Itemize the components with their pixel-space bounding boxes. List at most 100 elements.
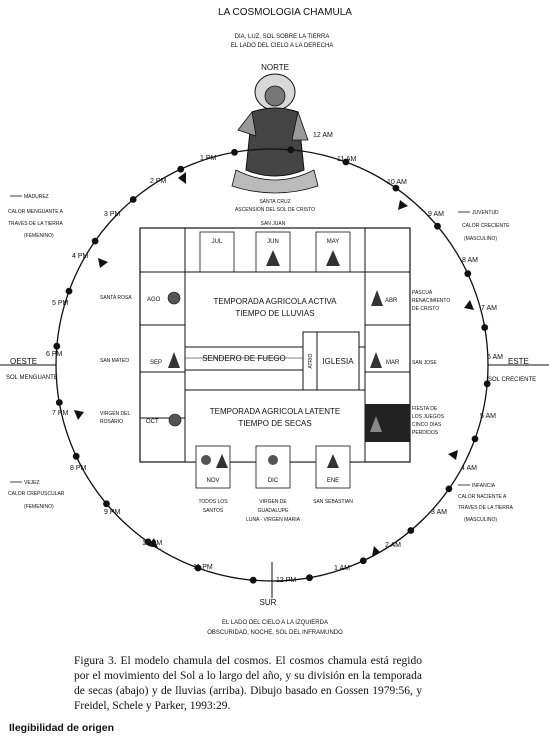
hour-3am: 3 AM bbox=[431, 509, 447, 516]
mar-mountain-icon bbox=[370, 352, 382, 368]
hour-1am: 1 AM bbox=[334, 565, 350, 572]
cosmology-diagram: LA COSMOLOGIA CHAMULA DIA, LUZ, SOL SOBR… bbox=[0, 7, 549, 636]
santa-cruz-sub: ASCENSION DEL SOL DE CRISTO bbox=[235, 207, 315, 213]
iglesia-label: IGLESIA bbox=[322, 357, 354, 366]
figure-caption: Figura 3. El modelo chamula del cosmos. … bbox=[74, 655, 422, 712]
month-oct: OCT bbox=[146, 419, 159, 425]
month-ago: AGO bbox=[147, 297, 161, 303]
madurez-label: MADUREZ bbox=[24, 194, 49, 200]
hour-8pm: 8 PM bbox=[70, 465, 87, 472]
oct-sun-icon bbox=[168, 413, 182, 427]
infancia-line3: TRAVES DE LA TIERRA bbox=[458, 505, 513, 511]
santa-cruz-label: SANTA CRUZ bbox=[259, 199, 290, 205]
hour-dot bbox=[91, 237, 99, 245]
pascua-line3: DE CRISTO bbox=[412, 306, 439, 312]
virgen-guadalupe-label: VIRGEN DE bbox=[259, 499, 287, 505]
san-mateo-label: SAN MATEO bbox=[100, 358, 129, 364]
month-nov: NOV bbox=[206, 478, 219, 484]
month-jun: JUN bbox=[267, 239, 279, 245]
nov-sun-icon bbox=[201, 455, 211, 465]
hour-4pm: 4 PM bbox=[72, 253, 89, 260]
fiesta-juegos-line2: LOS JUEGOS bbox=[412, 414, 445, 420]
hour-11am: 11 AM bbox=[337, 156, 356, 163]
bottom-text-1: EL LADO DEL CIELO A LA IZQUIERDA bbox=[222, 620, 328, 626]
hour-dot bbox=[306, 574, 313, 582]
ago-sun-icon bbox=[167, 291, 181, 305]
virgen-rosario-label: VIRGEN DEL bbox=[100, 411, 131, 417]
hour-dot bbox=[103, 500, 110, 508]
juventud-label: JUVENTUD bbox=[472, 210, 499, 216]
atrio-label: ATRIO bbox=[308, 353, 314, 368]
virgen-guadalupe-line3: LUNA - VIRGEN MARIA bbox=[246, 517, 301, 523]
month-mar: MAR bbox=[386, 360, 400, 366]
month-dic: DIC bbox=[268, 478, 279, 484]
hour-dot bbox=[194, 564, 202, 572]
sol-menguante-label: SOL MENGUANTE bbox=[6, 375, 58, 381]
madurez-line3: TRAVES DE LA TIERRA bbox=[8, 221, 63, 227]
san-juan-label: SAN JUAN bbox=[261, 221, 286, 227]
may-mountain-icon bbox=[326, 250, 340, 266]
infancia-line2: CALOR NACIENTE A bbox=[458, 494, 507, 500]
hour-dot bbox=[392, 184, 400, 192]
hour-7pm: 7 PM bbox=[52, 410, 69, 417]
pascua-line2: RENACIMIENTO bbox=[412, 298, 450, 304]
juventud-line3: (MASCULINO) bbox=[464, 236, 497, 242]
hour-12am: 12 AM bbox=[313, 132, 333, 139]
month-abr: ABR bbox=[385, 298, 398, 304]
south-label: SUR bbox=[260, 598, 277, 607]
north-label: NORTE bbox=[261, 63, 289, 72]
hour-9pm: 9 PM bbox=[104, 509, 121, 516]
hour-2am: 2 AM bbox=[385, 542, 401, 549]
month-sep: SEP bbox=[150, 360, 162, 366]
sep-mountain-icon bbox=[168, 352, 180, 368]
hour-5pm: 5 PM bbox=[52, 300, 69, 307]
hour-dot bbox=[483, 380, 491, 388]
top-text-2: EL LADO DEL CIELO A LA DERECHA bbox=[231, 43, 334, 49]
fiesta-juegos-label: FIESTA DE bbox=[412, 406, 438, 412]
hour-6am: 6 AM bbox=[487, 354, 503, 361]
legibility-note: Ilegibilidad de origen bbox=[9, 722, 115, 734]
latent-season-sub: TIEMPO DE SECAS bbox=[238, 419, 311, 428]
hour-dot bbox=[445, 485, 453, 493]
latent-season-title: TEMPORADA AGRICOLA LATENTE bbox=[210, 407, 341, 416]
christ-figure bbox=[231, 73, 319, 194]
east-label: ESTE bbox=[508, 357, 529, 366]
diagram-title: LA COSMOLOGIA CHAMULA bbox=[218, 7, 352, 18]
hour-6pm: 6 PM bbox=[46, 351, 63, 358]
month-jul: JUL bbox=[212, 239, 223, 245]
bottom-text-2: OBSCURIDAD, NOCHE, SOL DEL INFRAMUNDO bbox=[207, 630, 343, 636]
hour-3pm: 3 PM bbox=[104, 211, 121, 218]
virgen-guadalupe-line2: GUADALUPE bbox=[258, 508, 290, 514]
san-sebastian-label: SAN SEBASTIAN bbox=[313, 499, 353, 505]
west-label: OESTE bbox=[10, 357, 37, 366]
hour-dot bbox=[65, 287, 73, 295]
jun-mountain-icon bbox=[266, 250, 280, 266]
hour-dot bbox=[342, 158, 350, 166]
month-may: MAY bbox=[327, 239, 340, 245]
hour-dot bbox=[464, 270, 472, 278]
infancia-label: INFANCIA bbox=[472, 483, 496, 489]
active-season-sub: TIEMPO DE LLUVIAS bbox=[235, 309, 314, 318]
hour-4am: 4 AM bbox=[461, 465, 477, 472]
fiesta-juegos-line4: PERDIDOS bbox=[412, 430, 439, 436]
madurez-line4: (FEMENINO) bbox=[24, 233, 54, 239]
hour-10pm: 10 PM bbox=[142, 540, 162, 547]
month-dic-cell bbox=[255, 445, 291, 489]
dic-sun-icon bbox=[268, 455, 278, 465]
virgen-rosario-line2: ROSARIO bbox=[100, 419, 123, 425]
hour-dot bbox=[434, 222, 441, 230]
hour-12pm: 12 PM bbox=[276, 577, 296, 584]
todos-santos-line2: SANTOS bbox=[203, 508, 224, 514]
active-season-title: TEMPORADA AGRICOLA ACTIVA bbox=[214, 297, 338, 306]
nov-mountain-icon bbox=[216, 454, 228, 468]
month-jul-cell bbox=[199, 231, 235, 273]
hour-dot bbox=[129, 196, 137, 203]
hour-dot bbox=[55, 399, 63, 406]
vejez-line2: CALOR CREPUSCULAR bbox=[8, 491, 65, 497]
month-ene: ENE bbox=[327, 478, 339, 484]
hour-dot bbox=[407, 527, 415, 534]
hour-7am: 7 AM bbox=[481, 305, 497, 312]
fiesta-juegos-line3: CINCO DIAS bbox=[412, 422, 442, 428]
hour-8am: 8 AM bbox=[462, 257, 478, 264]
hour-dot bbox=[287, 146, 295, 154]
